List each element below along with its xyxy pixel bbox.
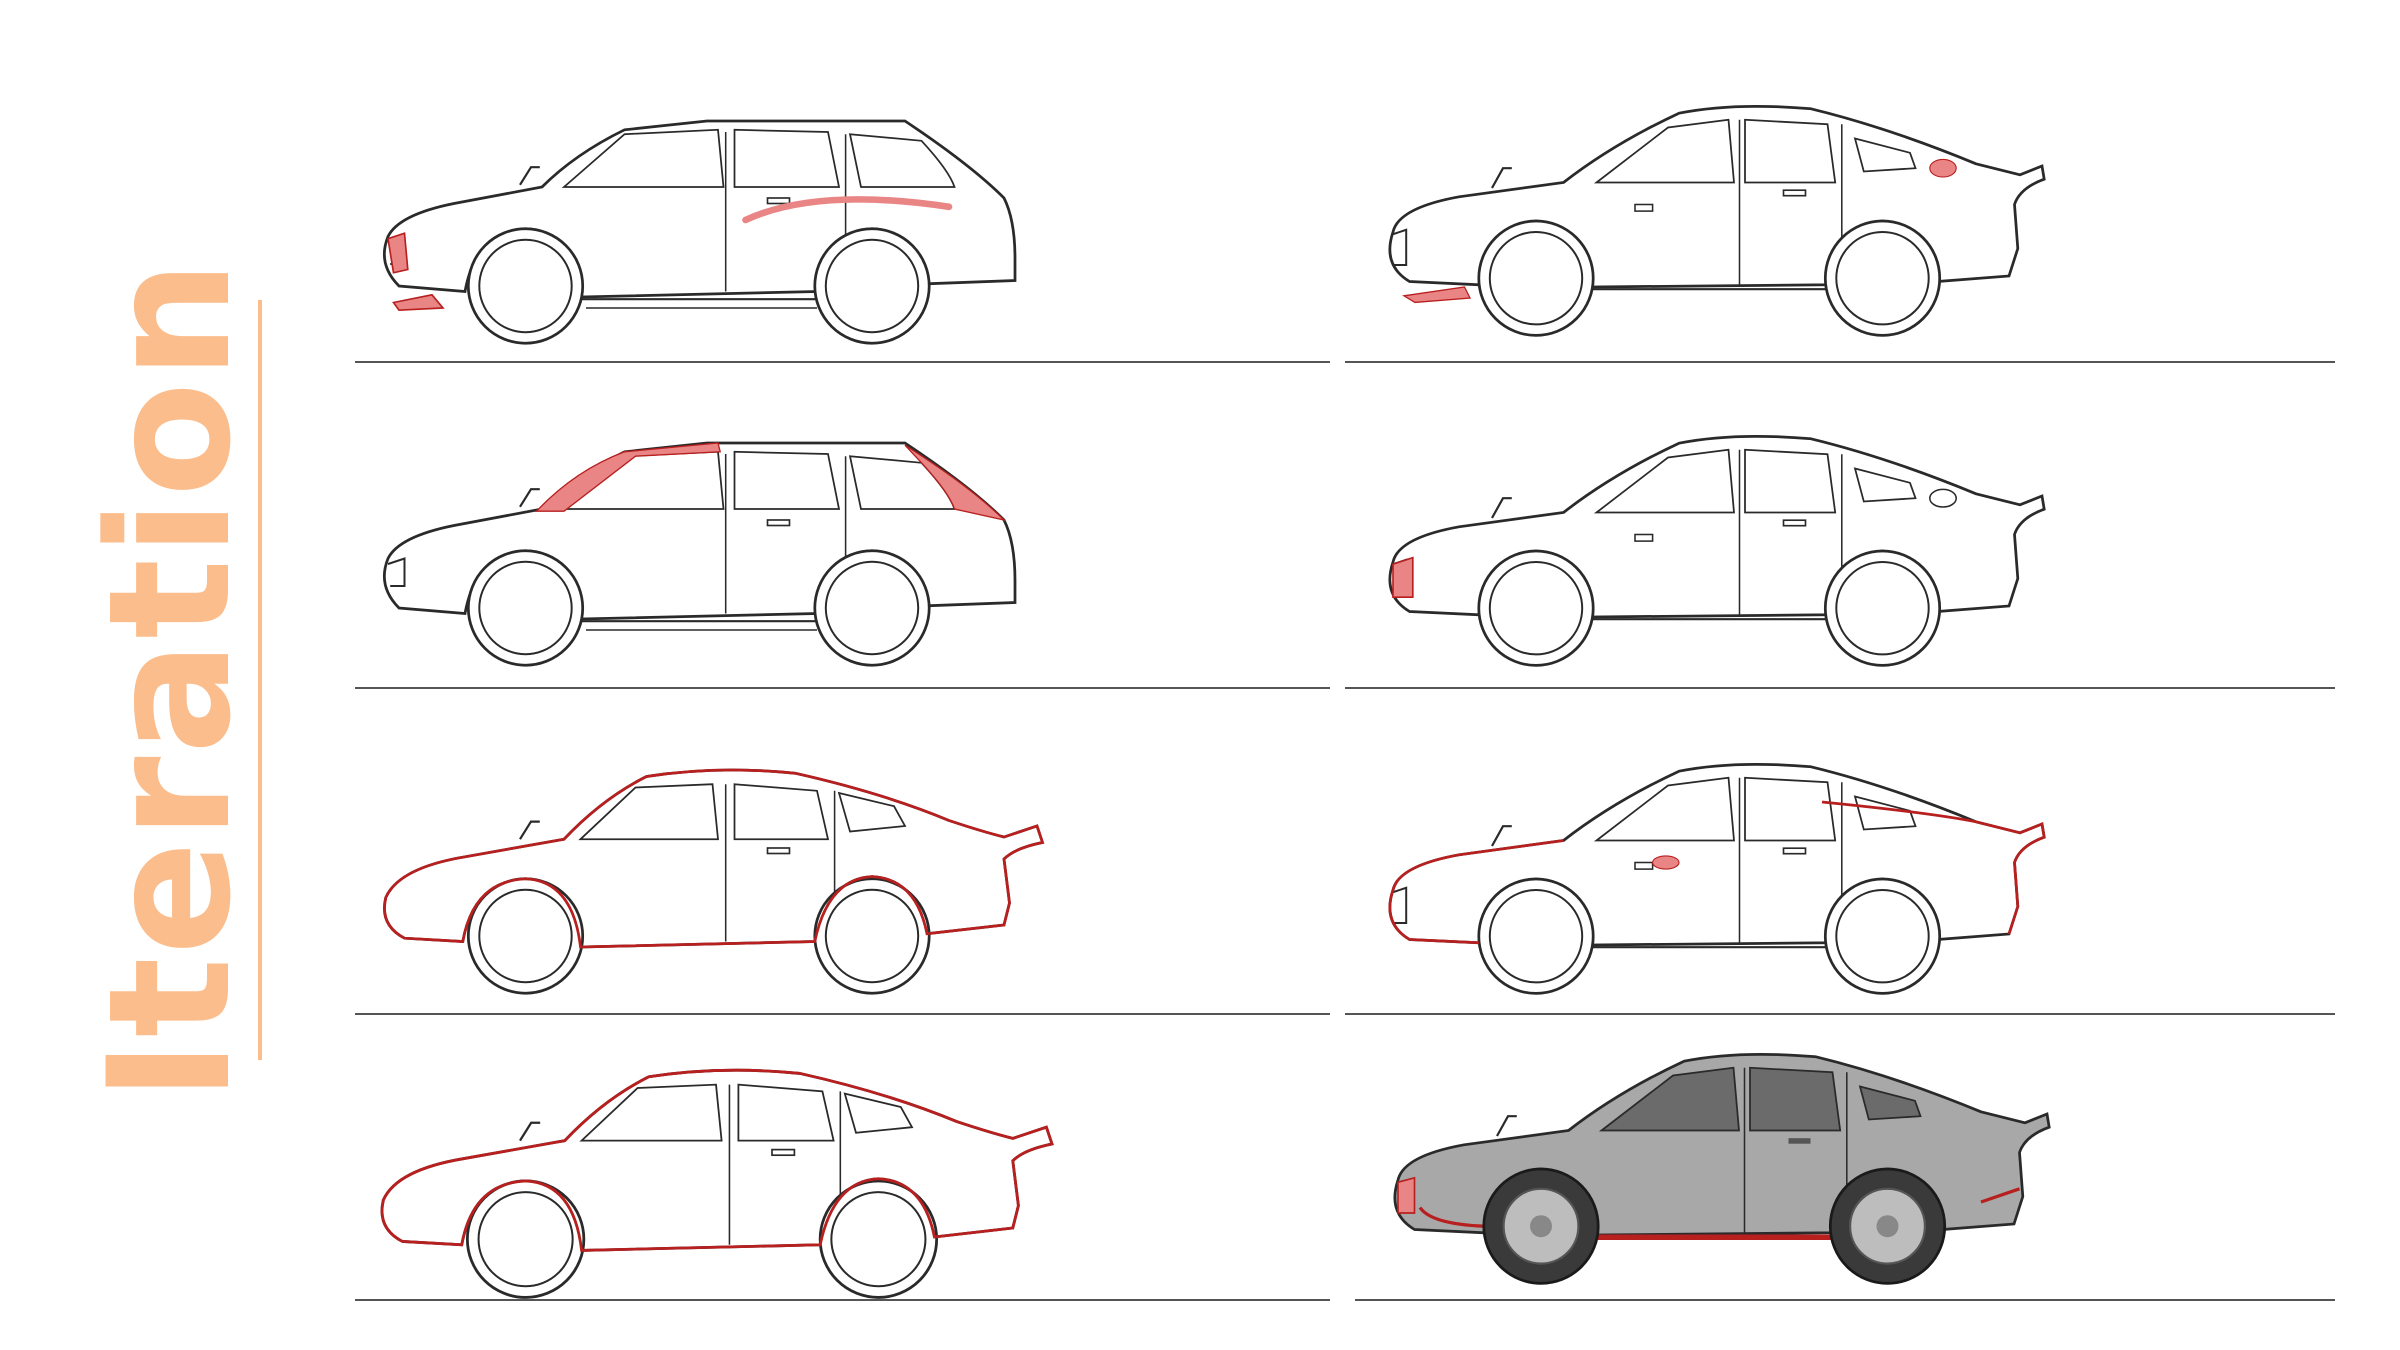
sketch-left-3 <box>383 768 1045 995</box>
ground-lines <box>355 361 2335 1301</box>
sketch-left-2 <box>382 441 1017 667</box>
sketch-right-2 <box>1388 434 2046 667</box>
rendered-car <box>1393 1052 2051 1285</box>
sketch-left-4 <box>380 1068 1054 1299</box>
sketch-left-1 <box>382 119 1017 345</box>
title-underline <box>258 300 262 1060</box>
sketch-right-1 <box>1388 104 2046 337</box>
sketch-right-3 <box>1388 762 2046 995</box>
